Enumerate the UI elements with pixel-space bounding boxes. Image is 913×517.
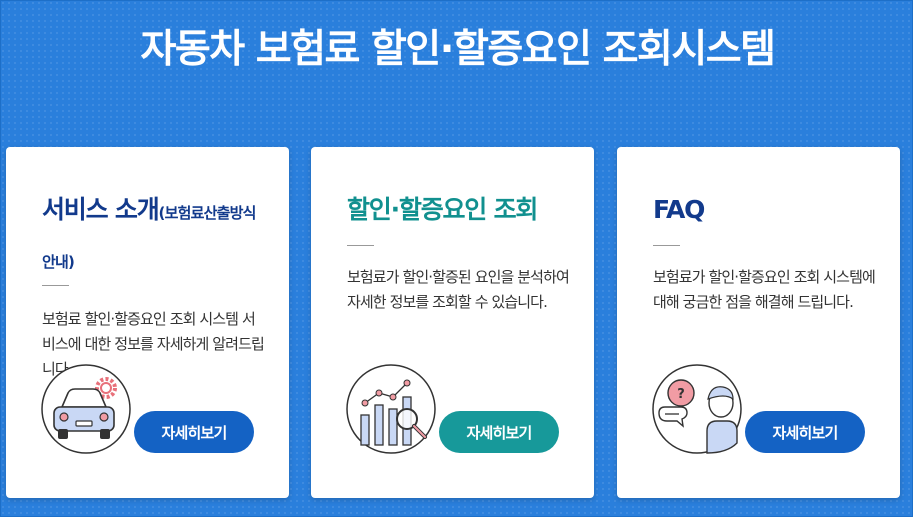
card-description: 보험료가 할인·할증된 요인을 분석하여 자세한 정보를 조회할 수 있습니다. <box>347 268 570 311</box>
divider <box>42 285 69 286</box>
card-service-intro: 서비스 소개(보험료산출방식안내) 보험료 할인·할증요인 조회 시스템 서비스… <box>6 147 289 498</box>
detail-button[interactable]: 자세히보기 <box>745 411 865 453</box>
detail-button[interactable]: 자세히보기 <box>439 411 559 453</box>
card-title-main: FAQ <box>653 195 705 224</box>
card-title: 서비스 소개(보험료산출방식안내) <box>42 187 267 285</box>
divider <box>653 245 680 246</box>
chart-magnifier-icon <box>345 363 437 455</box>
card-title-main: 할인·할증요인 조회 <box>347 195 538 224</box>
card-faq: FAQ 보험료가 할인·할증요인 조회 시스템에 대해 궁금한 점을 해결해 드… <box>617 147 900 498</box>
divider <box>347 245 374 246</box>
detail-button[interactable]: 자세히보기 <box>134 411 254 453</box>
faq-chat-icon: ? <box>651 363 743 455</box>
card-title-sub: (보험료산출방식안내) <box>42 204 256 271</box>
car-gear-icon <box>40 363 132 455</box>
card-description: 보험료가 할인·할증요인 조회 시스템에 대해 궁금한 점을 해결해 드립니다. <box>653 268 876 311</box>
svg-text:?: ? <box>677 387 685 402</box>
card-title-main: 서비스 소개 <box>42 195 160 224</box>
card-title: 할인·할증요인 조회 <box>347 187 572 236</box>
card-factor-lookup: 할인·할증요인 조회 보험료가 할인·할증된 요인을 분석하여 자세한 정보를 … <box>311 147 594 498</box>
page-title: 자동차 보험료 할인·할증요인 조회시스템 <box>140 27 776 72</box>
card-description: 보험료 할인·할증요인 조회 시스템 서비스에 대한 정보를 자세하게 알려드립… <box>42 310 265 378</box>
card-title: FAQ <box>653 187 878 236</box>
